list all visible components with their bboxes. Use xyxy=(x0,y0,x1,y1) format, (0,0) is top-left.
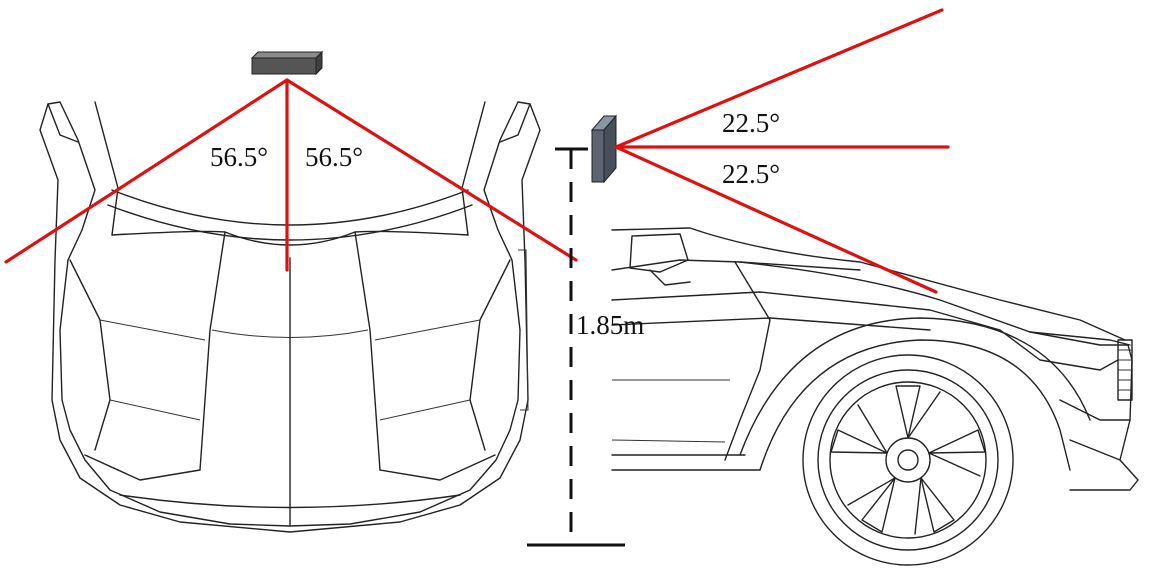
top-sensor-box xyxy=(250,50,324,76)
top-fov-rays xyxy=(4,78,578,272)
side-lower-angle-label: 22.5° xyxy=(722,159,780,189)
car-top-view xyxy=(39,101,541,533)
car-side-view xyxy=(611,227,1139,491)
mount-height-label: 1.85m xyxy=(576,310,644,340)
side-ray-upper xyxy=(614,8,944,149)
side-ray-lower xyxy=(614,145,938,294)
side-fov-rays xyxy=(614,8,950,294)
side-upper-angle-label: 22.5° xyxy=(722,108,780,138)
top-ray-right xyxy=(285,78,578,262)
top-left-angle-label: 56.5° xyxy=(210,142,268,172)
side-sensor-box xyxy=(590,114,618,184)
top-right-angle-label: 56.5° xyxy=(305,142,363,172)
height-dimension xyxy=(527,147,625,547)
front-wheel xyxy=(802,354,1014,566)
top-ray-left xyxy=(4,78,289,264)
